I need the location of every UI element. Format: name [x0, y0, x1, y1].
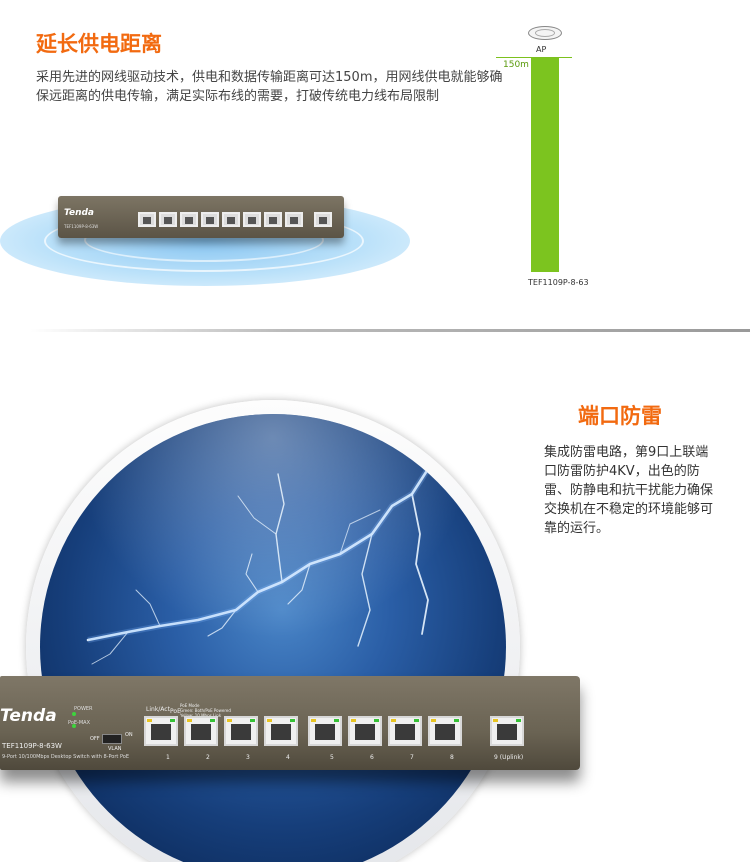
link-act-label: Link/Act	[146, 706, 170, 713]
poe-mode-legend: PoE Mode Green: Both/PoE Powered Yellow:…	[180, 703, 231, 718]
switch-small-model: TEF1109P-8-63W	[64, 224, 99, 229]
switch-large-ports	[144, 716, 468, 746]
port-number: 6	[370, 754, 374, 761]
port-number: 1	[166, 754, 170, 761]
access-point-icon	[528, 26, 562, 40]
uplink-port-icon	[490, 716, 524, 746]
ethernet-port-icon	[308, 716, 342, 746]
switch-large-image: Tenda TEF1109P-8-63W 9-Port 10/100Mbps D…	[0, 676, 580, 770]
distance-bar	[531, 58, 559, 272]
on-label: ON	[125, 732, 133, 738]
dome-glass-shine	[40, 414, 506, 862]
lightning-bolt-icon	[86, 453, 471, 665]
switch-large-brand: Tenda	[0, 706, 57, 726]
poe-max-label: PoE-MAX	[68, 720, 91, 726]
ethernet-port-icon	[159, 212, 177, 227]
port-number: 5	[330, 754, 334, 761]
switch-small-ports	[138, 212, 303, 227]
ethernet-port-icon	[224, 716, 258, 746]
device-label: TEF1109P-8-63	[528, 278, 589, 287]
long-distance-section: 延长供电距离 采用先进的网线驱动技术，供电和数据传输距离可达150m，用网线供电…	[0, 0, 750, 332]
off-label: OFF	[90, 736, 100, 742]
power-led-icon	[72, 712, 76, 716]
switch-large-subtitle: 9-Port 10/100Mbps Desktop Switch with 8-…	[2, 754, 130, 760]
section-title-lightning: 端口防雷	[578, 404, 662, 428]
ethernet-port-icon	[222, 212, 240, 227]
port-number: 2	[206, 754, 210, 761]
section-title-long-distance: 延长供电距离	[36, 32, 162, 56]
port-number: 7	[410, 754, 414, 761]
port-number: 8	[450, 754, 454, 761]
ethernet-port-icon	[388, 716, 422, 746]
uplink-port-icon	[314, 212, 332, 227]
section-description-lightning: 集成防雷电路，第9口上联端口防雷防护4KV，出色的防雷、防静电和抗干扰能力确保交…	[544, 445, 714, 536]
ethernet-port-icon	[264, 716, 298, 746]
uplink-port-label: 9 (Uplink)	[494, 754, 524, 761]
switch-large-model: TEF1109P-8-63W	[2, 742, 62, 750]
section-divider	[30, 329, 750, 332]
switch-small-image: Tenda TEF1109P-8-63W	[58, 196, 344, 238]
ethernet-port-icon	[285, 212, 303, 227]
ethernet-port-icon	[264, 212, 282, 227]
power-label: POWER	[74, 706, 93, 712]
section-description-long-distance: 采用先进的网线驱动技术，供电和数据传输距离可达150m，用网线供电就能够确保远距…	[36, 70, 503, 104]
ethernet-port-icon	[348, 716, 382, 746]
poe-label: PoE	[170, 708, 181, 715]
ap-baseline	[496, 57, 572, 58]
vlan-label: VLAN	[108, 746, 122, 752]
ethernet-port-icon	[428, 716, 462, 746]
dome-storm-sky	[40, 414, 506, 862]
ethernet-port-icon	[201, 212, 219, 227]
port-number: 4	[286, 754, 290, 761]
lightning-dome-image	[26, 400, 520, 862]
ethernet-port-icon	[138, 212, 156, 227]
ethernet-port-icon	[180, 212, 198, 227]
ethernet-port-icon	[184, 716, 218, 746]
switch-small-brand: Tenda	[64, 208, 95, 218]
port-number: 3	[246, 754, 250, 761]
ap-label: AP	[536, 45, 547, 54]
poe-max-led-icon	[72, 724, 76, 728]
ethernet-port-icon	[144, 716, 178, 746]
ethernet-port-icon	[243, 212, 261, 227]
vlan-switch	[102, 734, 122, 744]
distance-label: 150m	[503, 60, 529, 70]
